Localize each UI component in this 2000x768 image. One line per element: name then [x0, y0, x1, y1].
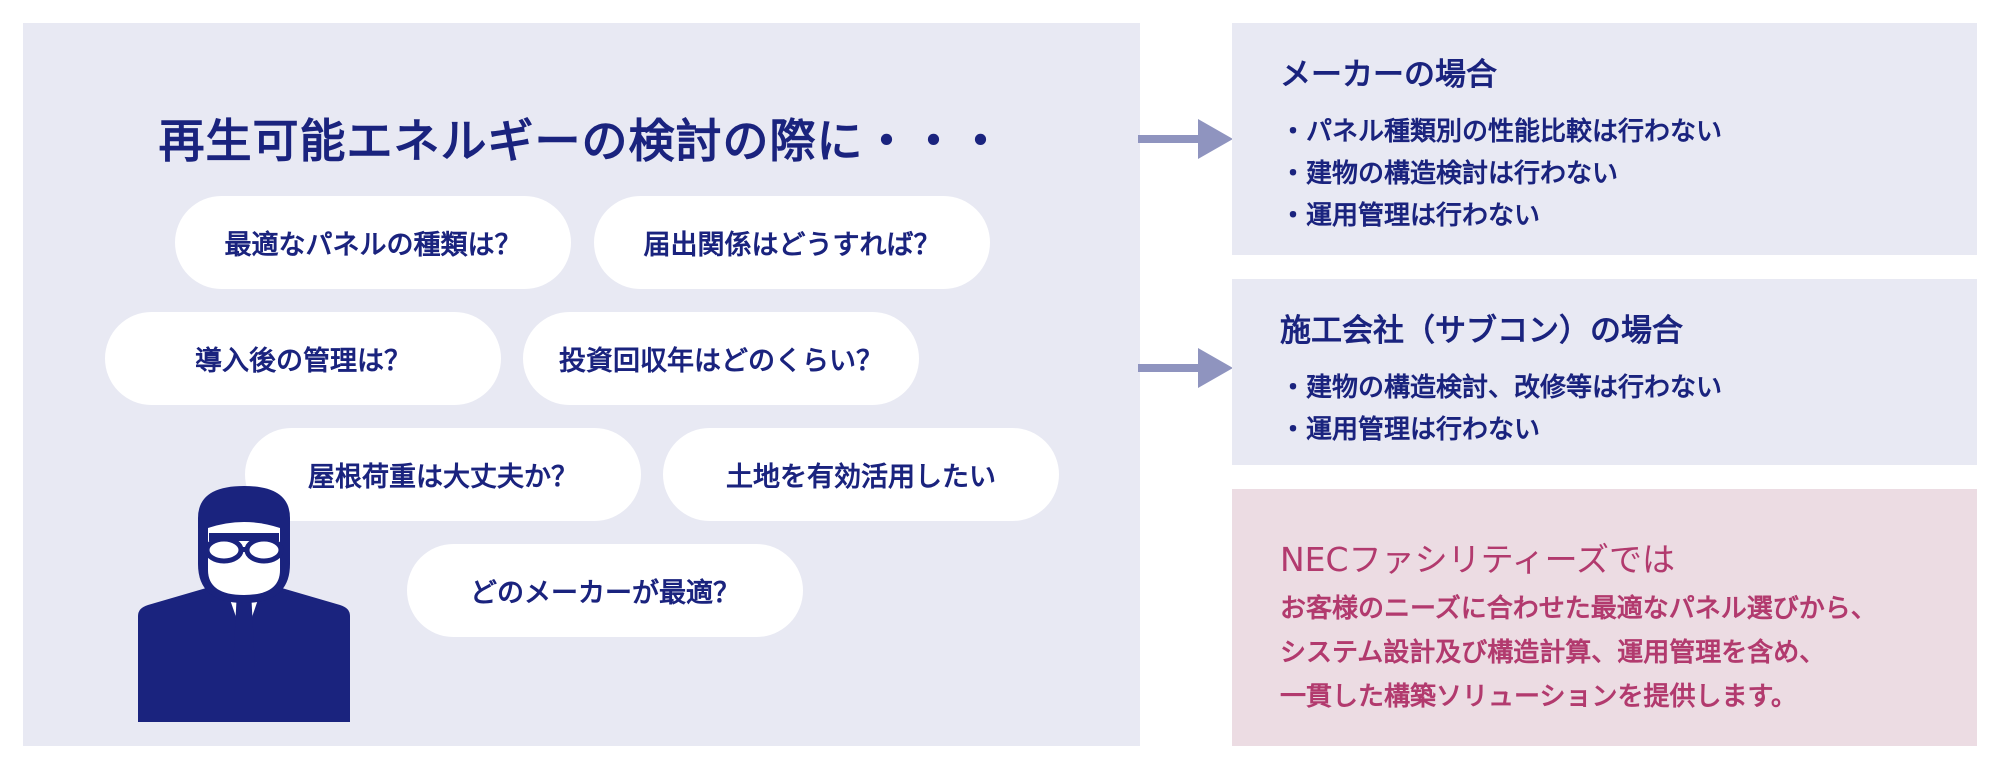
- question-bubble-maker: どのメーカーが最適？: [407, 544, 803, 637]
- question-bubble-management: 導入後の管理は？: [105, 312, 501, 405]
- nec-solution-line: 一貫した構築ソリューションを提供します。: [1280, 682, 1797, 712]
- nec-solution-title: NECファシリティーズでは: [1280, 540, 1675, 579]
- arrow-right-icon: [1138, 348, 1233, 388]
- concerns-title: 再生可能エネルギーの検討の際に・・・: [158, 114, 1005, 168]
- arrow-right-icon: [1138, 119, 1233, 159]
- nec-solution-line: システム設計及び構造計算、運用管理を含め、: [1280, 638, 1826, 668]
- question-bubble-notification: 届出関係はどうすれば？: [594, 196, 990, 289]
- businessman-icon: [138, 486, 350, 722]
- question-bubble-panel-type: 最適なパネルの種類は？: [175, 196, 571, 289]
- subcon-case-title: 施工会社（サブコン）の場合: [1280, 313, 1683, 349]
- subcon-case-box: 施工会社（サブコン）の場合 建物の構造検討、改修等は行わない 運用管理は行わない: [1232, 279, 1977, 465]
- maker-case-title: メーカーの場合: [1280, 57, 1497, 93]
- question-bubble-payback: 投資回収年はどのくらい？: [523, 312, 919, 405]
- question-bubble-roof-load: 屋根荷重は大丈夫か？: [245, 428, 641, 521]
- subcon-case-item: 運用管理は行わない: [1280, 409, 1540, 446]
- question-bubble-land-use: 土地を有効活用したい: [663, 428, 1059, 521]
- nec-solution-body: お客様のニーズに合わせた最適なパネル選びから、 システム設計及び構造計算、運用管…: [1280, 587, 1940, 719]
- maker-case-item: 建物の構造検討は行わない: [1280, 153, 1618, 190]
- subcon-case-item: 建物の構造検討、改修等は行わない: [1280, 367, 1722, 404]
- maker-case-box: メーカーの場合 パネル種類別の性能比較は行わない 建物の構造検討は行わない 運用…: [1232, 23, 1977, 255]
- nec-solution-box: NECファシリティーズでは お客様のニーズに合わせた最適なパネル選びから、 シス…: [1232, 489, 1977, 746]
- concerns-panel: 再生可能エネルギーの検討の際に・・・ 最適なパネルの種類は？ 届出関係はどうすれ…: [23, 23, 1140, 746]
- maker-case-item: パネル種類別の性能比較は行わない: [1280, 111, 1722, 148]
- nec-solution-line: お客様のニーズに合わせた最適なパネル選びから、: [1280, 594, 1877, 624]
- maker-case-item: 運用管理は行わない: [1280, 195, 1540, 232]
